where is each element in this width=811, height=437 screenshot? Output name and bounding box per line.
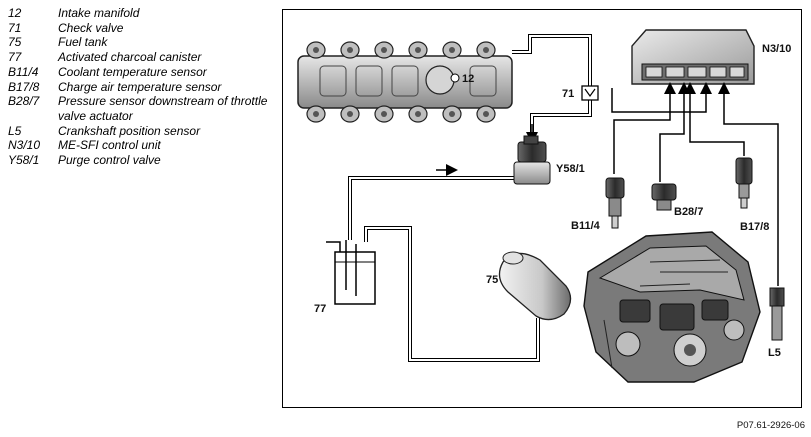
legend-item: B28/7 Pressure sensor downstream of throt… xyxy=(8,94,276,123)
legend-desc: Activated charcoal canister xyxy=(58,50,202,65)
label-manifold: 12 xyxy=(462,73,474,85)
label-check-valve: 71 xyxy=(562,88,574,100)
legend-desc: ME-SFI control unit xyxy=(58,138,161,153)
fuel-tank: 75 xyxy=(486,251,572,321)
legend-desc: Purge control valve xyxy=(58,153,161,168)
purge-control-valve: Y58/1 xyxy=(513,135,585,185)
legend-item: 71 Check valve xyxy=(8,21,276,36)
legend: 12 Intake manifold 71 Check valve 75 Fuel t… xyxy=(8,6,276,168)
legend-item: 12 Intake manifold xyxy=(8,6,276,21)
legend-code: 12 xyxy=(8,6,22,20)
charcoal-canister: 77 xyxy=(314,240,376,315)
label-canister: 77 xyxy=(314,303,326,315)
legend-item: 77 Activated charcoal canister xyxy=(8,50,276,65)
legend-code: 75 xyxy=(8,35,22,50)
legend-code: 77 xyxy=(8,50,22,65)
signal-lines xyxy=(611,82,779,286)
diagram-frame xyxy=(282,9,802,408)
legend-desc: Charge air temperature sensor xyxy=(58,79,222,94)
legend-code: B28/7 xyxy=(8,94,40,109)
engine-illustration xyxy=(583,231,761,383)
label-charge-air-sensor: B17/8 xyxy=(740,221,769,233)
label-pressure-sensor: B28/7 xyxy=(674,206,703,218)
legend-code: Y58/1 xyxy=(8,153,40,168)
label-ecu: N3/10 xyxy=(762,43,791,55)
legend-code: B11/4 xyxy=(8,64,39,79)
legend-desc: Crankshaft position sensor xyxy=(58,123,201,138)
figure-reference: P07.61-2926-06 xyxy=(736,420,805,431)
legend-code: L5 xyxy=(8,123,22,138)
crankshaft-sensor: L5 xyxy=(768,287,785,359)
legend-desc: Check valve xyxy=(58,20,124,35)
legend-item: Y58/1 Purge control valve xyxy=(8,153,276,168)
label-tank: 75 xyxy=(486,274,498,286)
legend-desc: Coolant temperature sensor xyxy=(58,64,207,79)
legend-item: 75 Fuel tank xyxy=(8,35,276,50)
intake-manifold: 12 xyxy=(297,41,513,123)
label-crank-sensor: L5 xyxy=(768,347,781,359)
pressure-sensor: B28/7 xyxy=(651,183,703,218)
label-purge-valve: Y58/1 xyxy=(556,163,585,175)
coolant-temp-sensor: B11/4 xyxy=(571,177,625,232)
charge-air-sensor: B17/8 xyxy=(735,157,769,233)
legend-item: N3/10 ME-SFI control unit xyxy=(8,138,276,153)
legend-code: N3/10 xyxy=(8,138,41,153)
label-coolant-sensor: B11/4 xyxy=(571,220,601,232)
legend-item: B17/8 Charge air temperature sensor xyxy=(8,80,276,95)
legend-desc: Fuel tank xyxy=(58,35,108,50)
check-valve: 71 xyxy=(562,85,599,101)
legend-desc: Intake manifold xyxy=(58,6,140,20)
legend-code: 71 xyxy=(8,20,22,35)
legend-desc: Pressure sensor downstream of throttle v… xyxy=(58,94,268,123)
legend-code: B17/8 xyxy=(8,79,40,94)
legend-item: B11/4 Coolant temperature sensor xyxy=(8,65,276,80)
ecu-control-unit: N3/10 xyxy=(631,29,791,85)
legend-item: L5 Crankshaft position sensor xyxy=(8,124,276,139)
